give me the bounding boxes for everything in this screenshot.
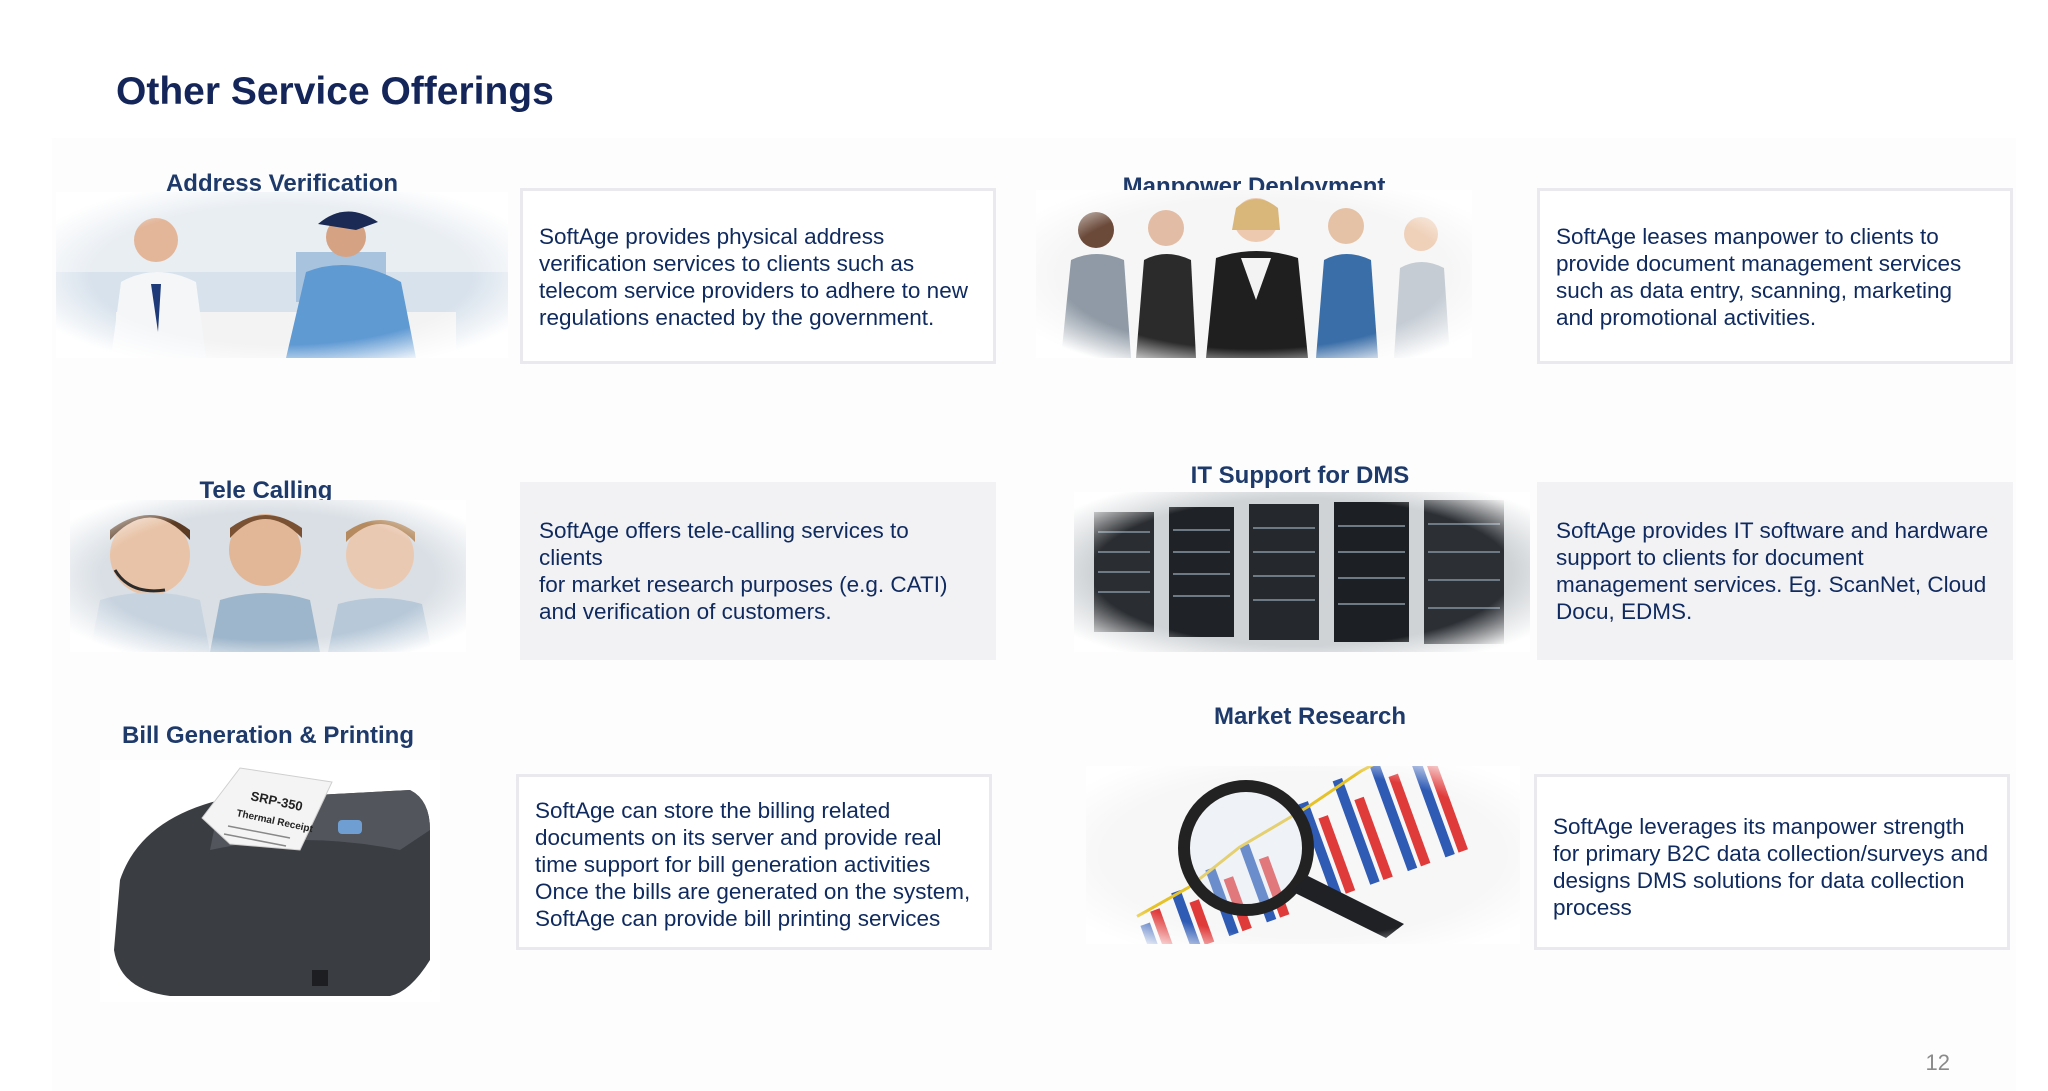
manpower-deployment-image	[1036, 190, 1472, 358]
service-title-it-support-for-dms: IT Support for DMS	[1190, 462, 1410, 489]
page-title: Other Service Offerings	[116, 70, 554, 113]
service-description-it-support-for-dms: SoftAge provides IT software and hardwar…	[1537, 482, 2013, 660]
service-description-tele-calling: SoftAge offers tele-calling services to …	[520, 482, 996, 660]
service-description-manpower-deployment: SoftAge leases manpower to clients to pr…	[1537, 188, 2013, 364]
service-description-market-research: SoftAge leverages its manpower strength …	[1534, 774, 2010, 950]
page-number: 12	[1925, 1050, 1950, 1075]
receipt-printer-image: SRP-350 Thermal Receipt	[100, 760, 440, 1002]
it-support-server-image	[1074, 492, 1530, 652]
service-description-bill-generation-printing: SoftAge can store the billing related do…	[516, 774, 992, 950]
market-research-image	[1086, 766, 1520, 944]
service-title-market-research: Market Research	[1213, 703, 1407, 730]
service-description-address-verification: SoftAge provides physical address verifi…	[520, 188, 996, 364]
address-verification-image	[56, 192, 508, 358]
service-title-bill-generation-printing: Bill Generation & Printing	[121, 722, 415, 749]
tele-calling-image	[70, 500, 466, 652]
service-title-tele-calling: Tele Calling	[199, 477, 333, 504]
